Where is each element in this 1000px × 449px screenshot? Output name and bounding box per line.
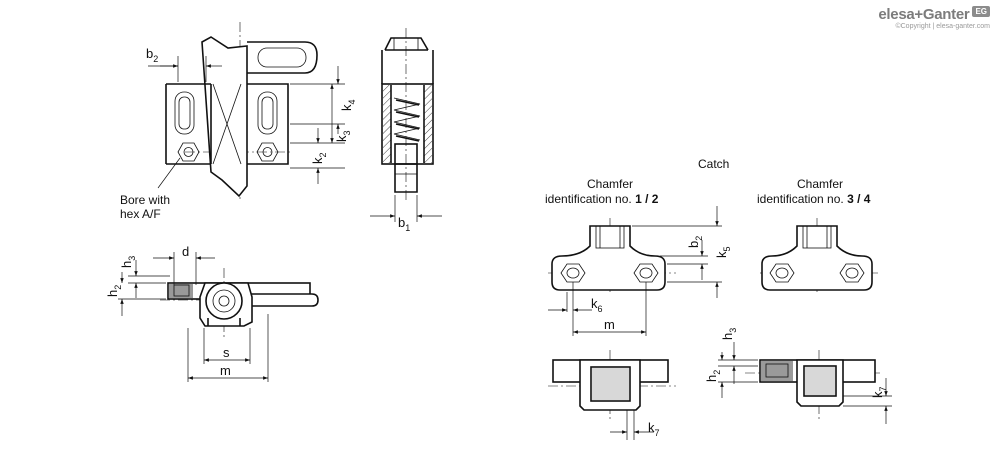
label-b2-front: b2: [146, 46, 158, 64]
svg-text:k4: k4: [339, 99, 357, 111]
catch-a-top-view: [548, 350, 676, 440]
catch-title: Catch: [698, 157, 729, 171]
label-k7-b: k7: [870, 386, 888, 398]
label-h2-top: h2: [105, 285, 123, 297]
note-bore-line1: Bore with: [120, 193, 170, 207]
label-h2-catch: h2: [704, 370, 722, 382]
catch-b-top-view: [718, 342, 892, 424]
brand-badge: EG: [972, 6, 990, 17]
label-k2-front: k2: [310, 152, 328, 164]
chamfer-label-a: Chamfer: [587, 177, 633, 191]
label-b1: b1: [398, 215, 410, 233]
label-k7-a: k7: [648, 420, 660, 438]
label-s: s: [223, 345, 230, 360]
note-bore-line2: hex A/F: [120, 207, 161, 221]
front-view: [148, 22, 345, 200]
ident-label-b: identification no. 3 / 4: [757, 192, 871, 206]
svg-text:k2: k2: [310, 152, 328, 164]
catch-a-front-view: [548, 206, 722, 336]
svg-text:s: s: [223, 345, 230, 360]
svg-text:k7: k7: [870, 386, 888, 398]
top-view: [118, 252, 319, 382]
ident-label-a: identification no. 1 / 2: [545, 192, 659, 206]
label-k4: k4: [339, 99, 357, 111]
svg-text:b1: b1: [398, 215, 410, 233]
svg-text:d: d: [182, 244, 189, 259]
label-k5: k5: [714, 246, 732, 258]
catch-b-front-view: [760, 218, 880, 292]
svg-text:k3: k3: [334, 130, 352, 142]
svg-text:m: m: [604, 317, 615, 332]
svg-text:h2: h2: [105, 285, 123, 297]
label-m-top: m: [220, 363, 231, 378]
label-m-catch: m: [604, 317, 615, 332]
side-section-view: [370, 28, 442, 222]
svg-text:h3: h3: [119, 256, 137, 268]
label-h3-catch: h3: [720, 328, 738, 340]
label-b2-catch: b2: [686, 236, 704, 248]
svg-text:b2: b2: [686, 236, 704, 248]
label-k6: k6: [591, 296, 603, 314]
svg-text:k5: k5: [714, 246, 732, 258]
label-h3-top: h3: [119, 256, 137, 268]
chamfer-label-b: Chamfer: [797, 177, 843, 191]
label-k3: k3: [334, 130, 352, 142]
svg-text:h3: h3: [720, 328, 738, 340]
svg-text:k7: k7: [648, 420, 660, 438]
svg-text:h2: h2: [704, 370, 722, 382]
brand-copyright: ©Copyright | elesa-ganter.com: [895, 23, 990, 30]
svg-text:m: m: [220, 363, 231, 378]
svg-text:b2: b2: [146, 46, 158, 64]
brand-name: elesa+Ganter: [878, 6, 970, 23]
label-d: d: [182, 244, 189, 259]
svg-text:k6: k6: [591, 296, 603, 314]
